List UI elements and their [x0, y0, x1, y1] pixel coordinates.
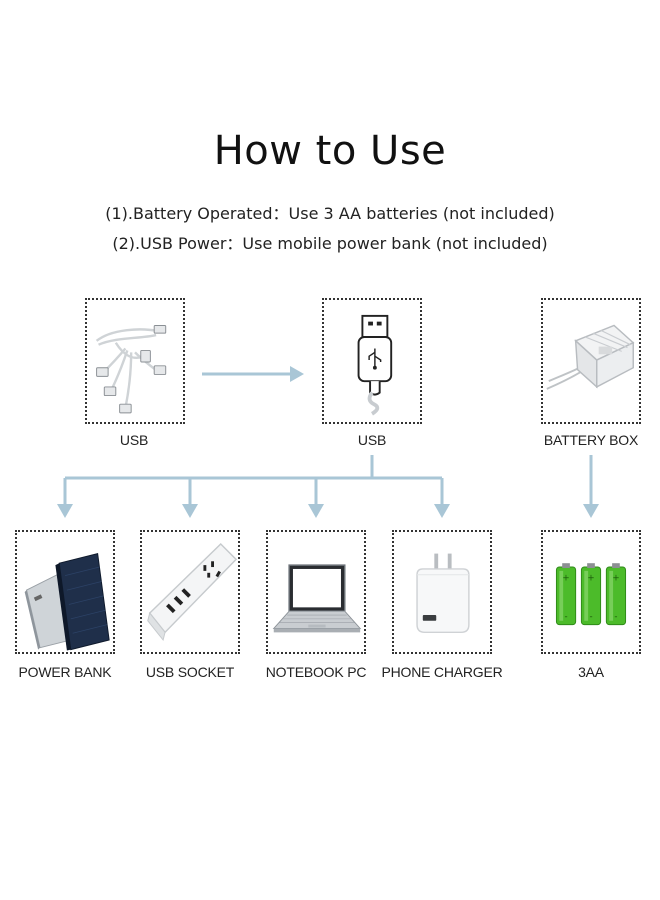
power-bank-box [15, 530, 115, 654]
battery-box-box [541, 298, 641, 424]
svg-text:-: - [564, 612, 567, 622]
battery-box-icon [546, 324, 635, 390]
usb-plug-box [322, 298, 422, 424]
notebook-pc-box [266, 530, 366, 654]
arrowhead-down [57, 504, 73, 518]
label-phone-charger: PHONE CHARGER [381, 664, 503, 680]
instruction-usb: (2).USB Power：Use mobile power bank (not… [112, 234, 548, 253]
label-power-bank: POWER BANK [18, 664, 112, 680]
arrowhead-down [434, 504, 450, 518]
usb-socket-box [140, 530, 240, 654]
arrowhead-down [182, 504, 198, 518]
usb-socket-icon [147, 542, 238, 642]
svg-text:+: + [587, 573, 594, 583]
usb-cable-box [85, 298, 185, 424]
usb-cable-icon [95, 325, 167, 414]
svg-text:-: - [589, 612, 592, 622]
phone-charger-icon [416, 553, 470, 634]
svg-text:+: + [562, 573, 569, 583]
arrowhead-right [290, 366, 304, 382]
aa-batteries-icon: + - + - + - [555, 563, 627, 626]
label-usb-plug: USB [357, 432, 387, 448]
power-bank-icon [24, 553, 110, 651]
phone-charger-box [392, 530, 492, 654]
usb-plug-icon [357, 314, 393, 416]
page-title: How to Use [213, 128, 447, 174]
instruction-battery: (1).Battery Operated：Use 3 AA batteries … [105, 204, 555, 223]
arrowhead-down [308, 504, 324, 518]
aa-batteries-box: + - + - + - [541, 530, 641, 654]
arrowhead-down [583, 504, 599, 518]
label-usb-socket: USB SOCKET [145, 664, 235, 680]
label-usb-cable: USB [119, 432, 149, 448]
label-3aa: 3AA [578, 664, 604, 680]
label-battery-box: BATTERY BOX [543, 432, 639, 448]
laptop-icon [272, 564, 362, 633]
svg-text:-: - [614, 612, 617, 622]
svg-text:+: + [612, 573, 619, 583]
label-notebook-pc: NOTEBOOK PC [265, 664, 367, 680]
